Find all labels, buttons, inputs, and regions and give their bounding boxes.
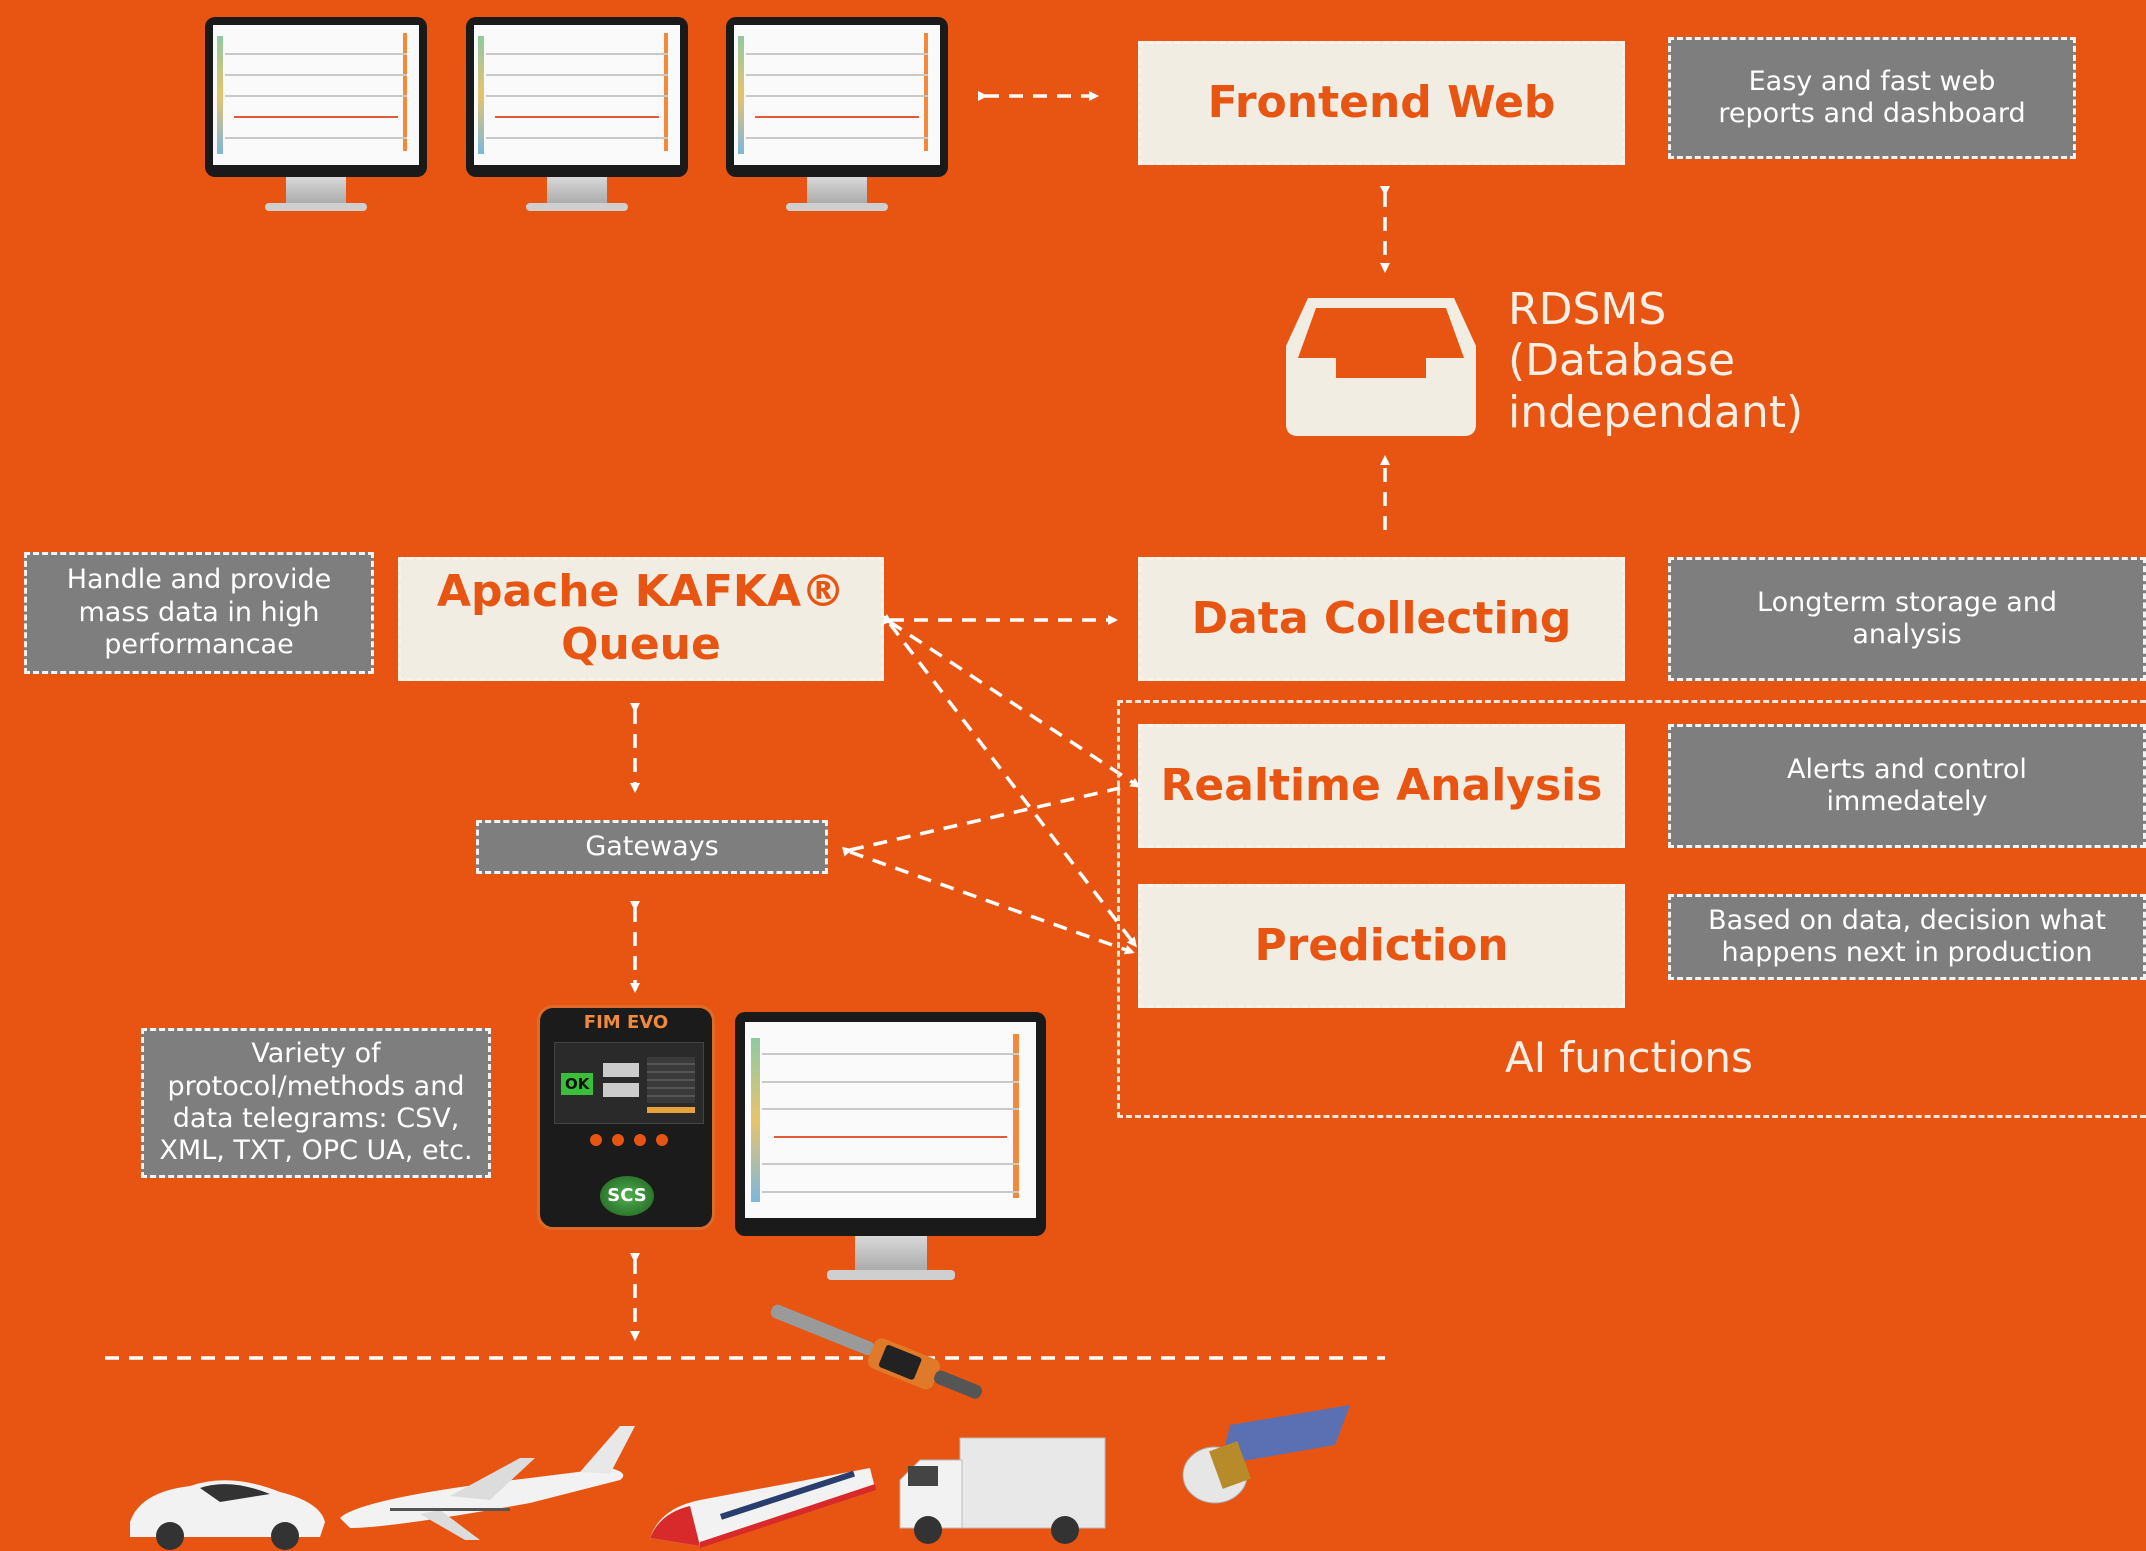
monitor-icon: [726, 17, 948, 212]
frontend-note-line: Easy and fast web: [1748, 65, 1996, 97]
arrow-kafka-realtime: [881, 613, 1141, 788]
realtime-analysis-label: Realtime Analysis: [1160, 759, 1603, 811]
kafka-label-line: Queue: [561, 619, 721, 670]
data-collecting-note-line: analysis: [1852, 619, 1962, 650]
device-screen: OK: [554, 1042, 704, 1124]
data-collecting-box: Data Collecting: [1138, 557, 1625, 681]
prediction-note: Based on data, decision what happens nex…: [1668, 894, 2146, 980]
train-icon: [650, 1468, 876, 1548]
data-collecting-note: Longterm storage and analysis: [1668, 557, 2146, 681]
realtime-analysis-box: Realtime Analysis: [1138, 724, 1625, 848]
data-collecting-label: Data Collecting: [1191, 592, 1572, 644]
kafka-label-line: Apache KAFKA®: [436, 566, 846, 618]
frontend-web-box: Frontend Web: [1138, 41, 1625, 165]
monitor-icon: [466, 17, 688, 212]
monitor-icon: [205, 17, 427, 212]
prediction-note-line: happens next in production: [1721, 937, 2093, 968]
scanner-icon: [770, 1304, 983, 1399]
protocols-note-line: Variety of: [251, 1038, 381, 1070]
prediction-note-line: Based on data, decision what: [1708, 904, 2106, 936]
kafka-note-line: Handle and provide: [66, 564, 332, 596]
rdsms-line: independant): [1508, 386, 1804, 438]
truck-icon: [899, 1437, 1106, 1544]
ai-functions-frame: [1117, 700, 2146, 1118]
protocols-note-line: XML, TXT, OPC UA, etc.: [159, 1135, 473, 1167]
arrow-gateways-prediction: [849, 850, 1135, 955]
device-logo: SCS: [600, 1176, 654, 1216]
kafka-note: Handle and provide mass data in high per…: [24, 552, 374, 674]
realtime-note-line: Alerts and control: [1787, 753, 2027, 785]
rdsms-line: RDSMS: [1508, 284, 1667, 335]
protocols-note: Variety of protocol/methods and data tel…: [141, 1028, 491, 1178]
database-tray-icon: [1286, 298, 1476, 436]
frontend-web-label: Frontend Web: [1207, 76, 1556, 128]
airplane-icon: [340, 1426, 635, 1540]
car-icon: [130, 1480, 325, 1550]
gateways-label: Gateways: [585, 830, 719, 862]
kafka-note-line: performancae: [104, 629, 294, 661]
device-title: FIM EVO: [583, 1012, 669, 1033]
satellite-icon: [1182, 1405, 1350, 1504]
protocols-note-line: protocol/methods and: [167, 1070, 465, 1102]
device-buttons: [590, 1134, 670, 1150]
device-status: OK: [561, 1073, 594, 1095]
monitor-icon: [735, 1012, 1046, 1282]
gateways-box: Gateways: [476, 820, 828, 874]
frontend-note-line: reports and dashboard: [1718, 98, 2026, 129]
realtime-note-line: immedately: [1826, 786, 1988, 817]
ai-functions-label: AI functions: [1505, 1033, 1753, 1082]
arrow-kafka-prediction: [888, 622, 1137, 948]
arrow-gateways-realtime: [842, 786, 1121, 857]
frontend-note: Easy and fast web reports and dashboard: [1668, 37, 2076, 159]
fim-evo-device: FIM EVO OK SCS: [537, 1005, 715, 1230]
kafka-note-line: mass data in high: [78, 596, 320, 628]
rdsms-label: RDSMS (Database independant): [1508, 284, 1803, 438]
rdsms-line: (Database: [1508, 335, 1736, 387]
protocols-note-line: data telegrams: CSV,: [172, 1103, 460, 1134]
prediction-label: Prediction: [1254, 919, 1509, 971]
prediction-box: Prediction: [1138, 884, 1625, 1008]
realtime-note: Alerts and control immedately: [1668, 724, 2146, 848]
kafka-queue-box: Apache KAFKA® Queue: [398, 557, 884, 681]
data-collecting-note-line: Longterm storage and: [1757, 586, 2057, 618]
